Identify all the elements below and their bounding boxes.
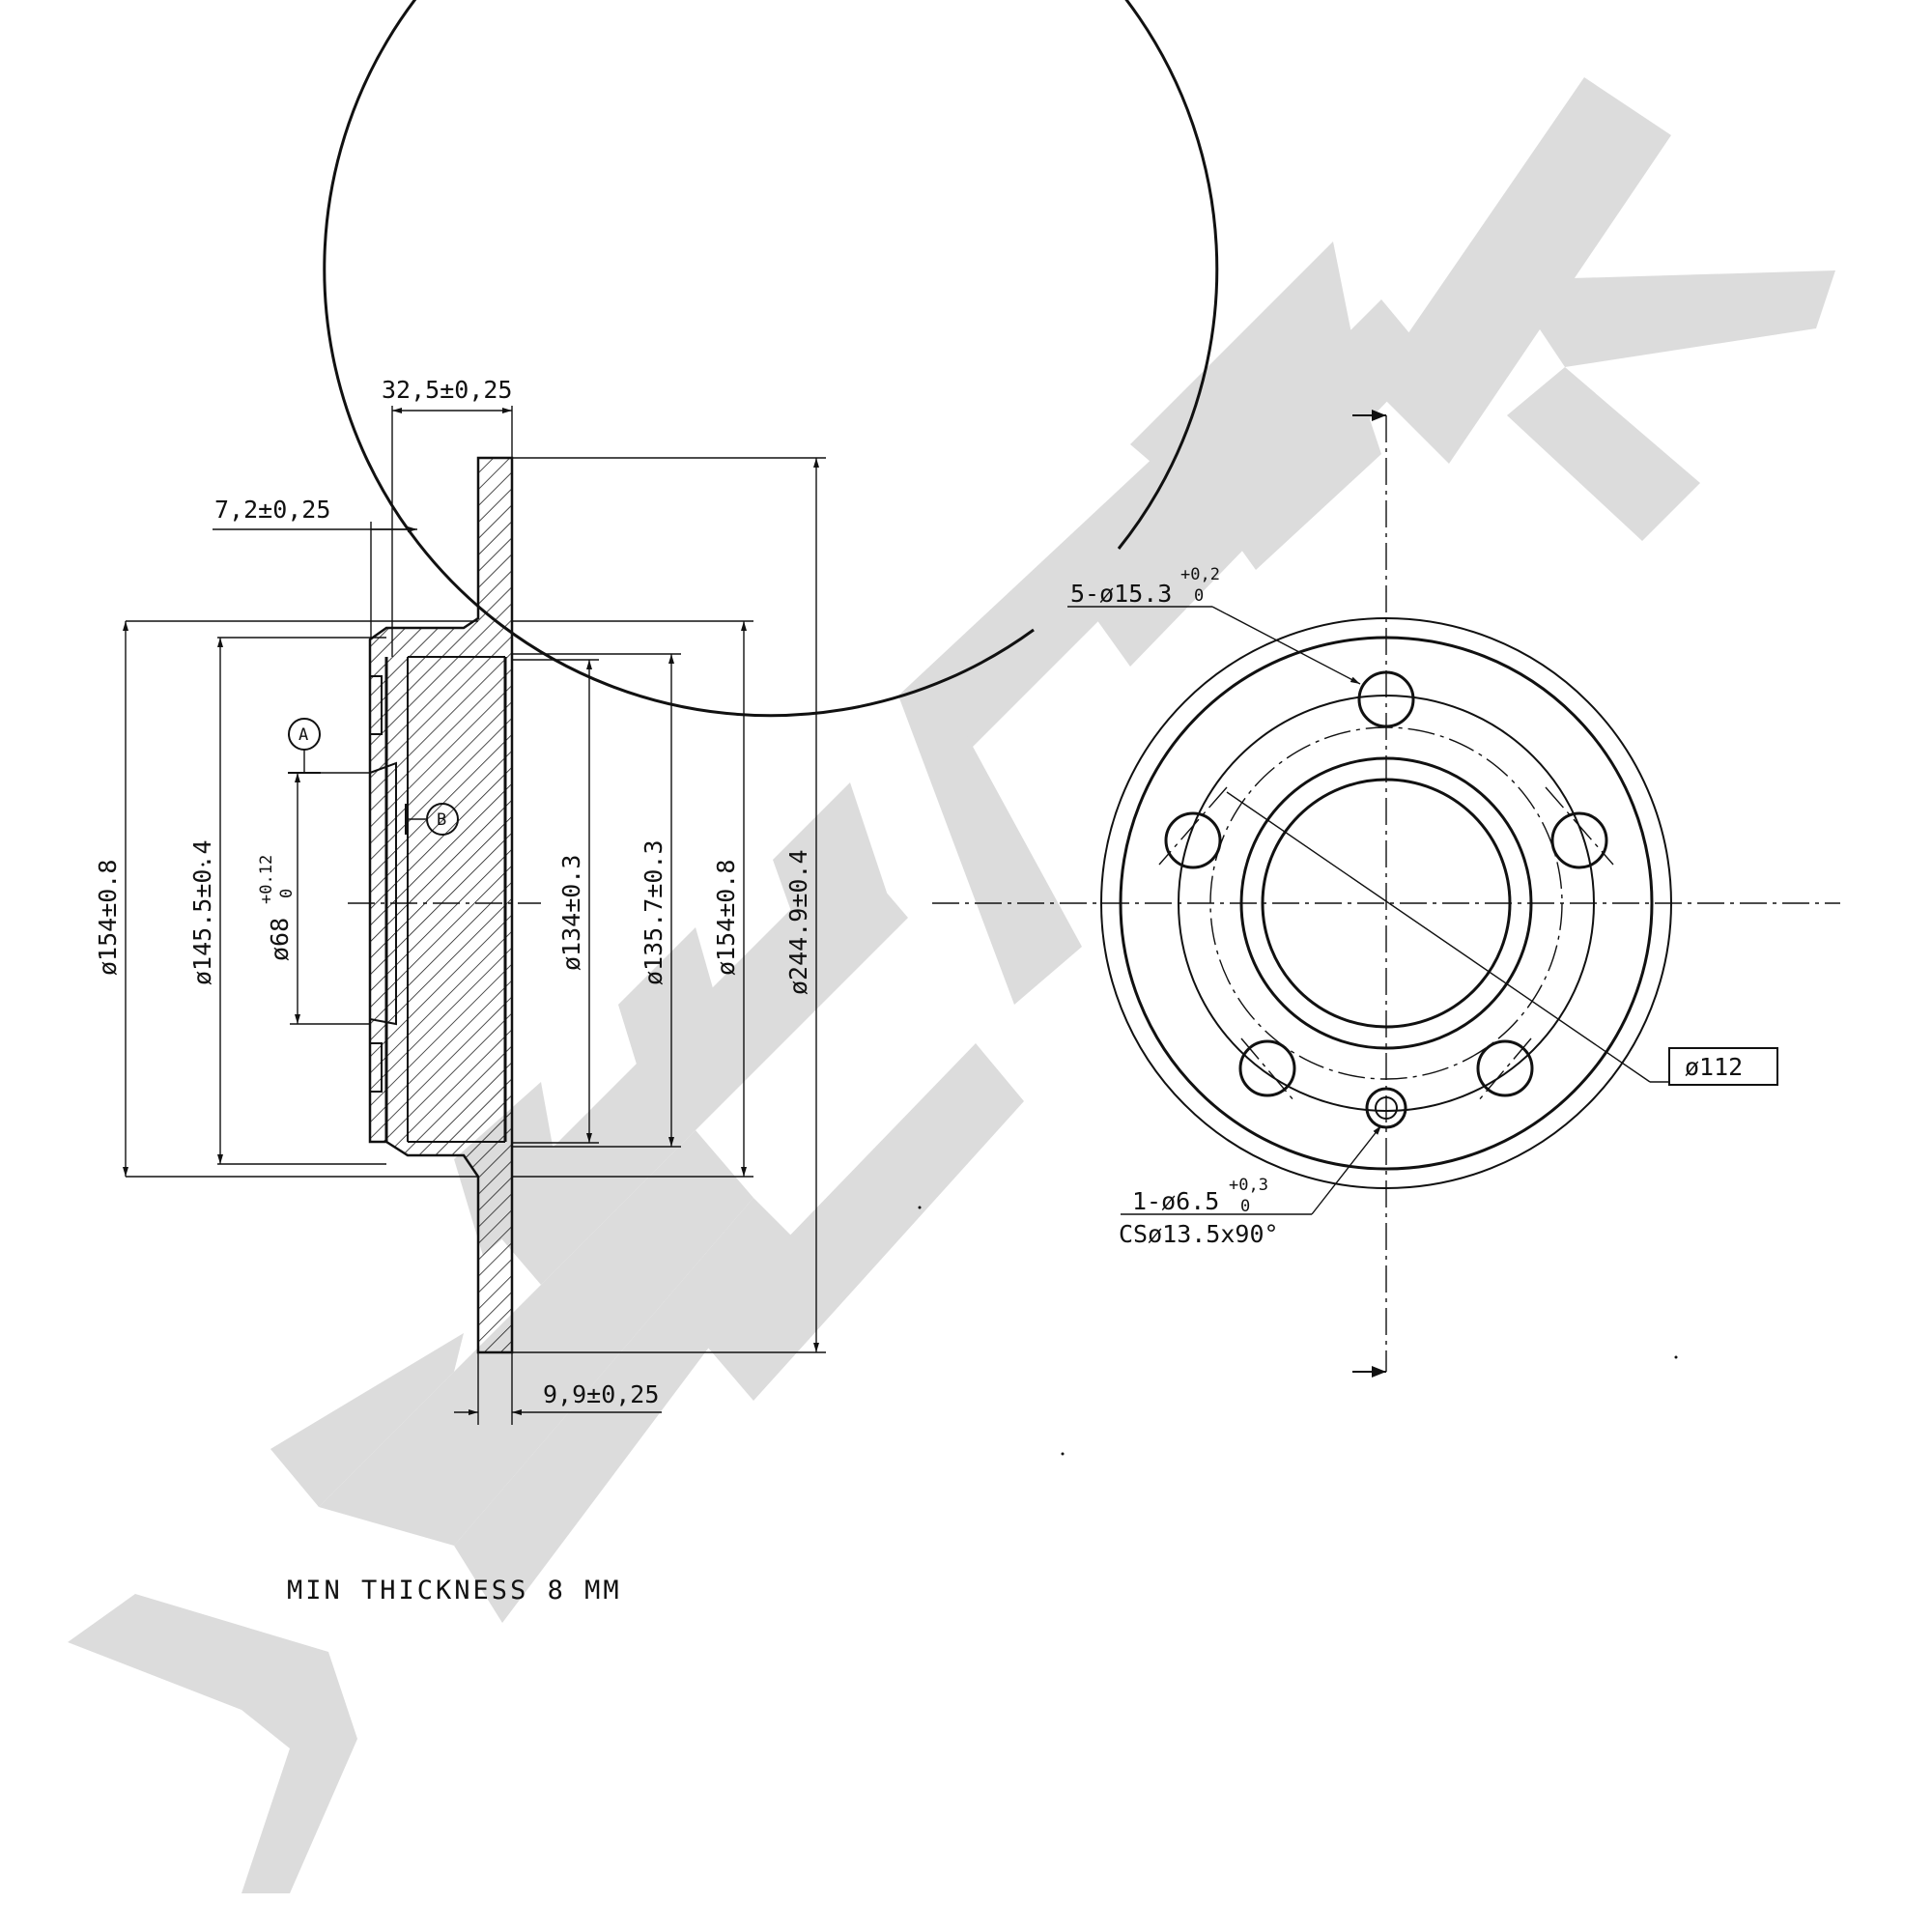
front-view: 5-ø15.3 +0,2 0 ø112 1-ø6.5 +0,3 0 CSø13.… xyxy=(323,0,1840,1378)
pitch-circle-label: ø112 xyxy=(1685,1053,1743,1081)
diameter-68-dim: ø68 xyxy=(266,918,294,961)
datum-a-marker: A xyxy=(288,718,321,774)
disc-thickness-dim: 9,9±0,25 xyxy=(543,1380,659,1408)
pitch-circle-box xyxy=(1668,1047,1778,1086)
section-view: 32,5±0,25 7,2±0,25 9,9±0,25 ø154±0.8 ø14… xyxy=(94,376,826,1425)
diameter-68-tol-lower: 0 xyxy=(277,889,297,898)
screw-tol-upper: +0,3 xyxy=(1229,1176,1268,1195)
svg-text:B: B xyxy=(437,810,446,830)
bolt-tol-upper: +0,2 xyxy=(1180,565,1220,584)
diameter-68-tol-upper: +0.12 xyxy=(257,855,276,904)
outer-diameter-right-dim: ø154±0.8 xyxy=(712,860,740,976)
diameter-134-dim: ø134±0.3 xyxy=(557,855,585,971)
countersink-callout: CSø13.5x90° xyxy=(1119,1220,1279,1248)
disc-outer-edge xyxy=(323,0,1219,718)
datum-b-marker: B xyxy=(405,803,459,836)
diameter-244-dim: ø244.9±0.4 xyxy=(784,849,812,995)
diameter-135-dim: ø135.7±0.3 xyxy=(639,839,668,985)
screw-tol-lower: 0 xyxy=(1240,1197,1250,1216)
svg-text:A: A xyxy=(298,725,308,745)
bolt-tol-lower: 0 xyxy=(1194,586,1204,606)
hub-depth-dim: 32,5±0,25 xyxy=(382,376,512,404)
screw-hole-callout: 1-ø6.5 xyxy=(1132,1187,1219,1215)
disc-section-body xyxy=(368,456,514,1354)
flange-offset-dim: 7,2±0,25 xyxy=(214,496,330,524)
min-thickness-note: MIN THICKNESS 8 MM xyxy=(287,1576,622,1605)
diameter-145-dim: ø145.5±0.4 xyxy=(188,839,216,985)
bolt-holes-callout: 5-ø15.3 xyxy=(1070,580,1172,608)
outer-diameter-left-dim: ø154±0.8 xyxy=(94,860,122,976)
